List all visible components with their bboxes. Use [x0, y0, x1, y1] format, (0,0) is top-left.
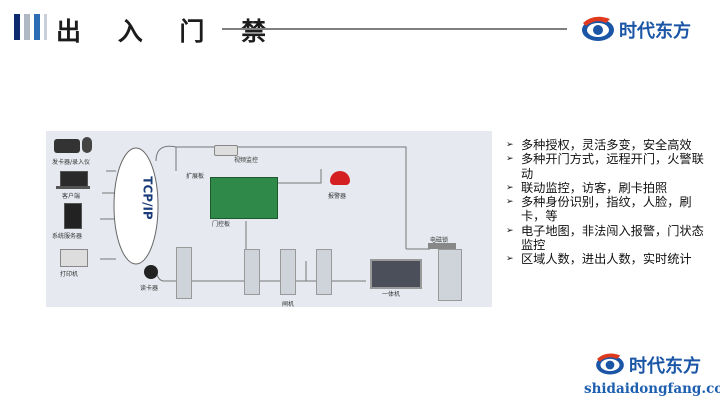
- feature-list: ➢多种授权，灵活多变，安全高效 ➢多种开门方式，远程开门，火警联动 ➢联动监控，…: [505, 138, 705, 267]
- brand-logo-bottom: 时代东方: [594, 352, 701, 378]
- eye-logo-icon: [582, 16, 614, 41]
- feature-item: ➢联动监控，访客，刷卡拍照: [506, 180, 668, 195]
- feature-item: ➢多种授权，灵活多变，安全高效: [506, 138, 692, 152]
- feature-item: ➢多种身份识别，指纹，人脸，刷卡，等: [506, 195, 692, 224]
- gate-icon: [280, 249, 296, 295]
- server-label: 系统服务器: [52, 233, 83, 240]
- feature-item: ➢区域人数，进出人数，实时统计: [506, 252, 692, 267]
- camera-icon: [214, 145, 238, 156]
- access-control-diagram: 发卡器/录入仪 客户端 系统服务器 打印机 TCP/IP 视频监控 扩展板 门控…: [46, 131, 492, 308]
- network-cloud: [113, 147, 159, 265]
- controller-board-icon: [210, 177, 278, 219]
- page-title: 出 入 门 禁: [56, 17, 281, 46]
- card-reader-device-icon: [54, 139, 80, 153]
- gate-icon: [244, 249, 260, 295]
- video-label: 视频监控: [234, 157, 259, 164]
- gate-icon: [316, 249, 332, 295]
- feature-item: ➢多种开门方式，远程开门，火警联动: [506, 152, 704, 181]
- title-divider: [222, 28, 567, 30]
- printer-icon: [60, 249, 88, 267]
- arrow-bullet-icon: ➢: [506, 140, 514, 150]
- laptop-icon: [60, 171, 88, 187]
- header: 出 入 门 禁: [0, 0, 720, 58]
- arrow-bullet-icon: ➢: [506, 225, 514, 236]
- gate-label: 闸机: [282, 301, 295, 308]
- arrow-bullet-icon: ➢: [506, 197, 514, 208]
- laptop-base-icon: [56, 186, 90, 189]
- feature-item: ➢电子地图，非法闯入报警，门状态监控: [506, 223, 704, 253]
- brand-name: 时代东方: [619, 21, 691, 42]
- card-reader-device-icon: [82, 137, 92, 153]
- reader-icon: [144, 265, 158, 279]
- arrow-bullet-icon: ➢: [506, 254, 514, 265]
- accent-bar: [14, 14, 20, 40]
- reader-label: 读卡器: [140, 285, 159, 292]
- door-controller-label: 门控板: [212, 221, 231, 228]
- network-label: TCP/IP: [140, 176, 155, 220]
- accent-bar: [24, 14, 30, 40]
- alarm-label: 报警器: [328, 193, 347, 200]
- magnetic-lock-icon: [428, 243, 456, 249]
- terminal-icon: [370, 259, 422, 289]
- brand-logo: 时代东方: [580, 15, 691, 45]
- eye-logo-icon: [596, 353, 624, 375]
- arrow-bullet-icon: ➢: [506, 154, 514, 165]
- accent-bar: [34, 14, 40, 40]
- terminal-label: 一体机: [382, 291, 401, 298]
- arrow-bullet-icon: ➢: [506, 182, 514, 193]
- card-reader-label: 发卡器/录入仪: [52, 159, 91, 166]
- server-icon: [64, 203, 82, 229]
- website-url: shidaidongfang.com: [584, 381, 720, 397]
- diagram-lines: [100, 145, 430, 282]
- expansion-board-label: 扩展板: [186, 173, 205, 180]
- gate-wing-icon: [176, 247, 192, 299]
- client-label: 客户端: [62, 193, 81, 200]
- alarm-icon: [330, 171, 350, 185]
- door-icon: [438, 249, 462, 301]
- magnetic-lock-label: 电磁锁: [430, 237, 449, 244]
- brand-name-bottom: 时代东方: [629, 356, 701, 377]
- printer-label: 打印机: [60, 271, 79, 278]
- accent-bar: [44, 14, 47, 40]
